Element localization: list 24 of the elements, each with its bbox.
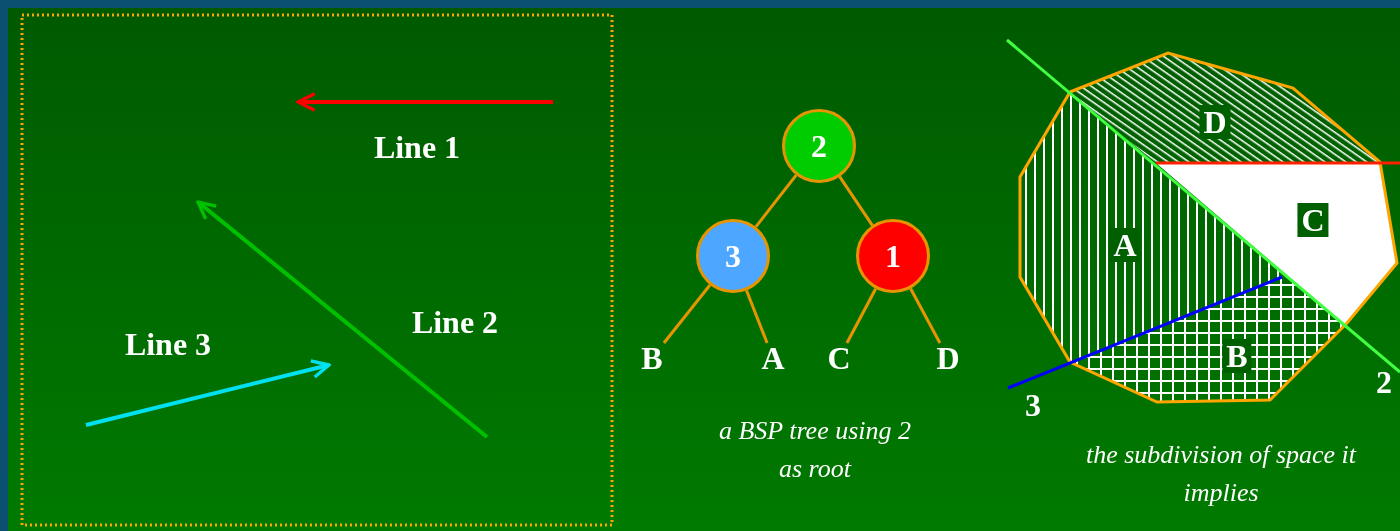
region-label: B xyxy=(1222,339,1252,373)
leaf-label: D xyxy=(935,343,961,373)
line-label: Line 3 xyxy=(124,328,212,360)
line-number: 3 xyxy=(1025,389,1041,421)
tree-branch xyxy=(838,175,874,227)
tree-branch xyxy=(745,289,769,344)
line-label: Line 2 xyxy=(411,306,499,338)
line-label: Line 1 xyxy=(373,131,461,163)
region-label: A xyxy=(1109,228,1141,262)
tree-node-circle: 3 xyxy=(696,219,770,293)
tree-node-circle: 1 xyxy=(856,219,930,293)
caption: the subdivision of space it implies xyxy=(1084,439,1358,509)
tree-branch xyxy=(662,284,712,344)
tree-branch xyxy=(754,174,798,228)
leaf-label: C xyxy=(826,343,852,373)
region-label: D xyxy=(1199,105,1231,139)
leaf-label: B xyxy=(639,343,665,373)
caption: a BSP tree using 2 as root xyxy=(717,415,913,485)
region-label: C xyxy=(1297,203,1329,237)
tree-branch xyxy=(909,287,942,344)
line-number: 2 xyxy=(1376,366,1392,398)
tree-branch xyxy=(845,288,877,344)
leaf-label: A xyxy=(760,343,786,373)
tree-node-circle: 2 xyxy=(782,109,856,183)
